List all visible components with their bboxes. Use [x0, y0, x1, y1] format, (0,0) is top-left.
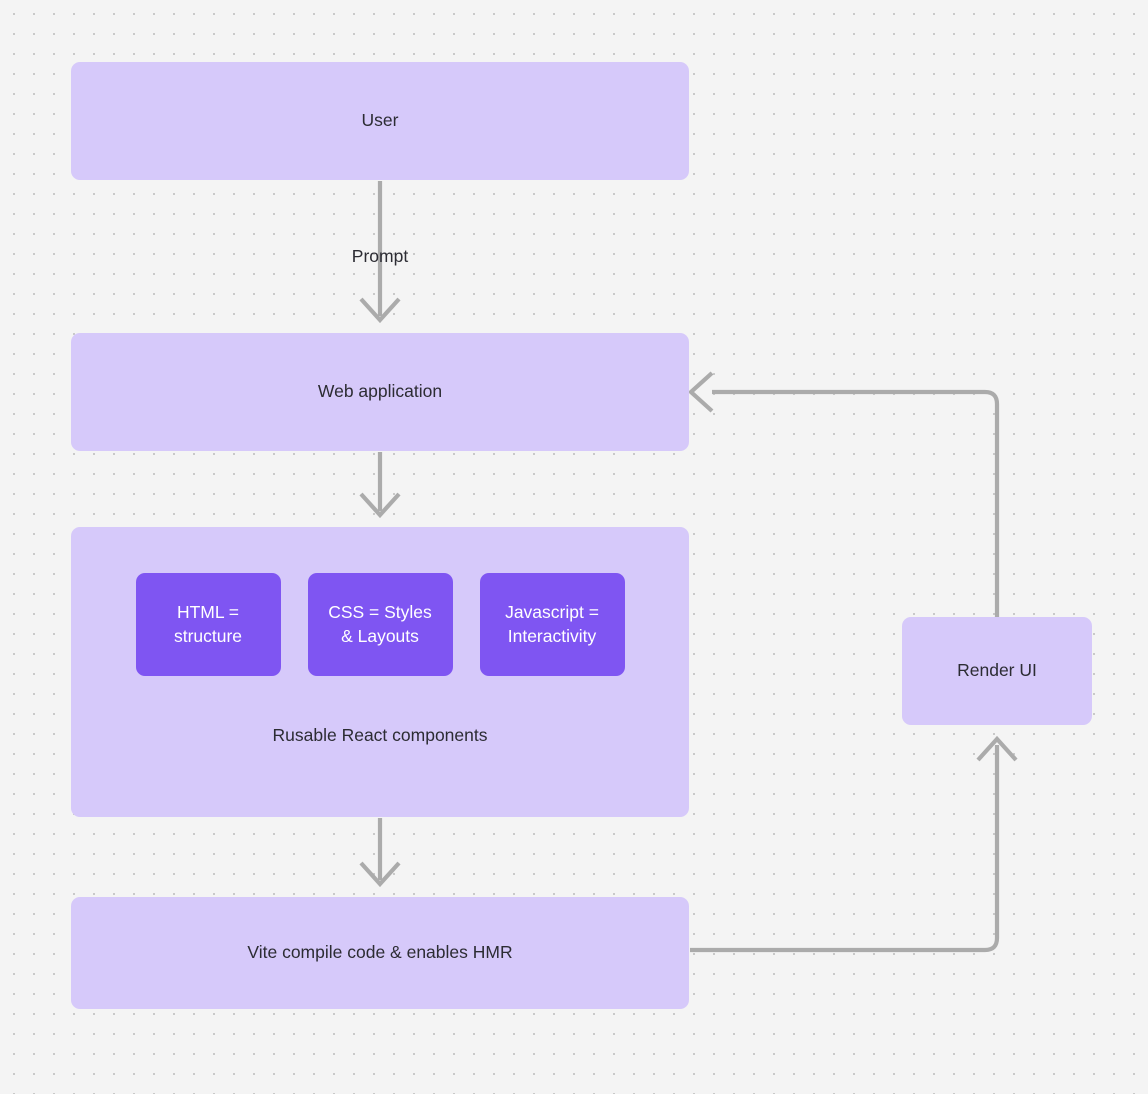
- node-user-label: User: [361, 110, 399, 131]
- chip-css-label: CSS = Styles& Layouts: [328, 601, 432, 646]
- edge-web-to-components-arrowhead: [359, 492, 401, 519]
- edge-vite-to-render-line: [690, 745, 1000, 953]
- edge-vite-to-render-arrowhead: [976, 735, 1018, 762]
- edge-render-to-web-arrowhead: [687, 371, 714, 413]
- edge-components-to-vite-arrowhead: [359, 861, 401, 888]
- chip-javascript-label: Javascript =Interactivity: [505, 601, 599, 646]
- chip-css[interactable]: CSS = Styles& Layouts: [307, 573, 453, 676]
- node-user[interactable]: User: [71, 62, 689, 180]
- node-web-application[interactable]: Web application: [71, 333, 689, 451]
- chip-javascript[interactable]: Javascript =Interactivity: [479, 573, 625, 676]
- chip-row: HTML =structure CSS = Styles& Layouts Ja…: [71, 573, 689, 676]
- node-render-ui-label: Render UI: [957, 660, 1037, 681]
- edge-user-to-web-arrowhead: [359, 297, 401, 324]
- chip-html[interactable]: HTML =structure: [135, 573, 281, 676]
- node-web-application-label: Web application: [317, 381, 443, 402]
- edge-label-prompt: Prompt: [351, 246, 409, 266]
- chip-html-label: HTML =structure: [173, 601, 243, 646]
- node-render-ui[interactable]: Render UI: [902, 617, 1092, 725]
- node-vite-label: Vite compile code & enables HMR: [247, 942, 513, 963]
- node-components-group-caption: Rusable React components: [272, 725, 488, 745]
- node-vite[interactable]: Vite compile code & enables HMR: [71, 897, 689, 1009]
- edge-render-to-web-line: [712, 389, 1000, 617]
- node-components-group[interactable]: HTML =structure CSS = Styles& Layouts Ja…: [71, 527, 689, 817]
